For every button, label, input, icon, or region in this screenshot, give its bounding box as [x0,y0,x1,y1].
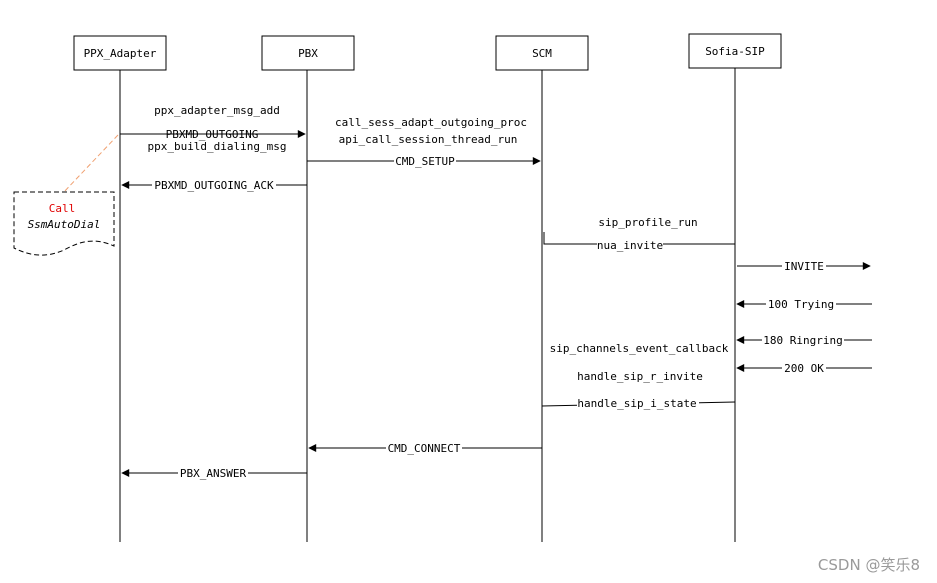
label-200-ok: 200 OK [784,362,824,375]
label-call-sess-adapt-outgoing-proc: call_sess_adapt_outgoing_proc [335,116,527,129]
label-ppx-adapter-msg-add: ppx_adapter_msg_add [154,104,280,117]
participant-sofia-sip: Sofia-SIP [688,33,782,69]
watermark: CSDN @笑乐8 [818,556,920,574]
label-invite: INVITE [784,260,824,273]
note-call-ssmautodial: Call SsmAutoDial [13,134,119,256]
label-pbxmd-outgoing: PBXMD_OUTGOING [166,128,259,141]
label-handle-sip-i-state: handle_sip_i_state [577,397,696,410]
label-pbx-answer: PBX_ANSWER [180,467,247,480]
label-pbxmd-outgoing-ack: PBXMD_OUTGOING_ACK [154,179,274,192]
participant-pbx: PBX [261,35,355,71]
label-sip-channels-event-callback: sip_channels_event_callback [550,342,729,355]
participant-ppx-adapter: PPX_Adapter [73,35,167,71]
participant-label: SCM [532,47,552,60]
label-nua-invite: nua_invite [597,239,663,252]
participant-label: Sofia-SIP [705,45,765,58]
note-connector [61,134,119,195]
label-cmd-setup: CMD_SETUP [395,155,455,168]
line-nua-invite [543,232,735,245]
label-api-call-session-thread-run: api_call_session_thread_run [339,133,518,146]
label-100-trying: 100 Trying [768,298,834,311]
label-handle-sip-r-invite: handle_sip_r_invite [577,370,703,383]
participant-label: PBX [298,47,318,60]
label-cmd-connect: CMD_CONNECT [388,442,461,455]
participant-scm: SCM [495,35,589,71]
participant-label: PPX_Adapter [84,47,157,60]
note-line-2: SsmAutoDial [28,218,101,231]
label-180-ringring: 180 Ringring [763,334,842,347]
label-ppx-build-dialing-msg: ppx_build_dialing_msg [147,140,286,153]
label-sip-profile-run: sip_profile_run [598,216,697,229]
note-line-1: Call [49,202,76,215]
